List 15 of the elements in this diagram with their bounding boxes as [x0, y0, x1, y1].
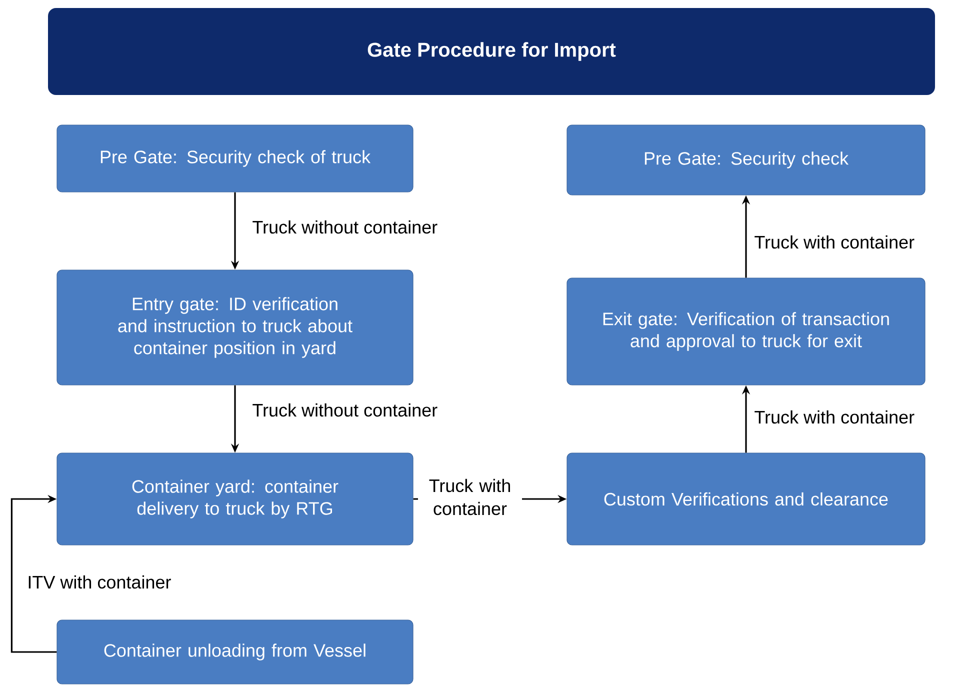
- edge-label: Truck without container: [252, 403, 438, 417]
- edge-label: ITV with container: [28, 575, 171, 589]
- title-bar: Gate Procedure for Import: [48, 8, 935, 95]
- process-box: Entry gate: ID verification and instruction to truck about container position in yard: [56, 270, 414, 386]
- process-box: Exit gate: Verification of transaction and approval to truck for exit: [566, 278, 926, 386]
- process-box: Custom Verifications and clearance: [566, 452, 926, 546]
- process-box: Container yard: container delivery to truck by RTG: [56, 452, 414, 546]
- process-box: Pre Gate: Security check: [566, 124, 926, 196]
- edge-label: Truck with container: [754, 410, 914, 424]
- edge-label: Truck with container: [418, 476, 522, 518]
- edge-label: Truck without container: [252, 220, 438, 234]
- arrow: [10, 494, 57, 653]
- process-box: Container unloading from Vessel: [56, 620, 414, 684]
- process-box: Pre Gate: Security check of truck: [56, 124, 414, 192]
- edge-label: Truck with container: [754, 235, 914, 249]
